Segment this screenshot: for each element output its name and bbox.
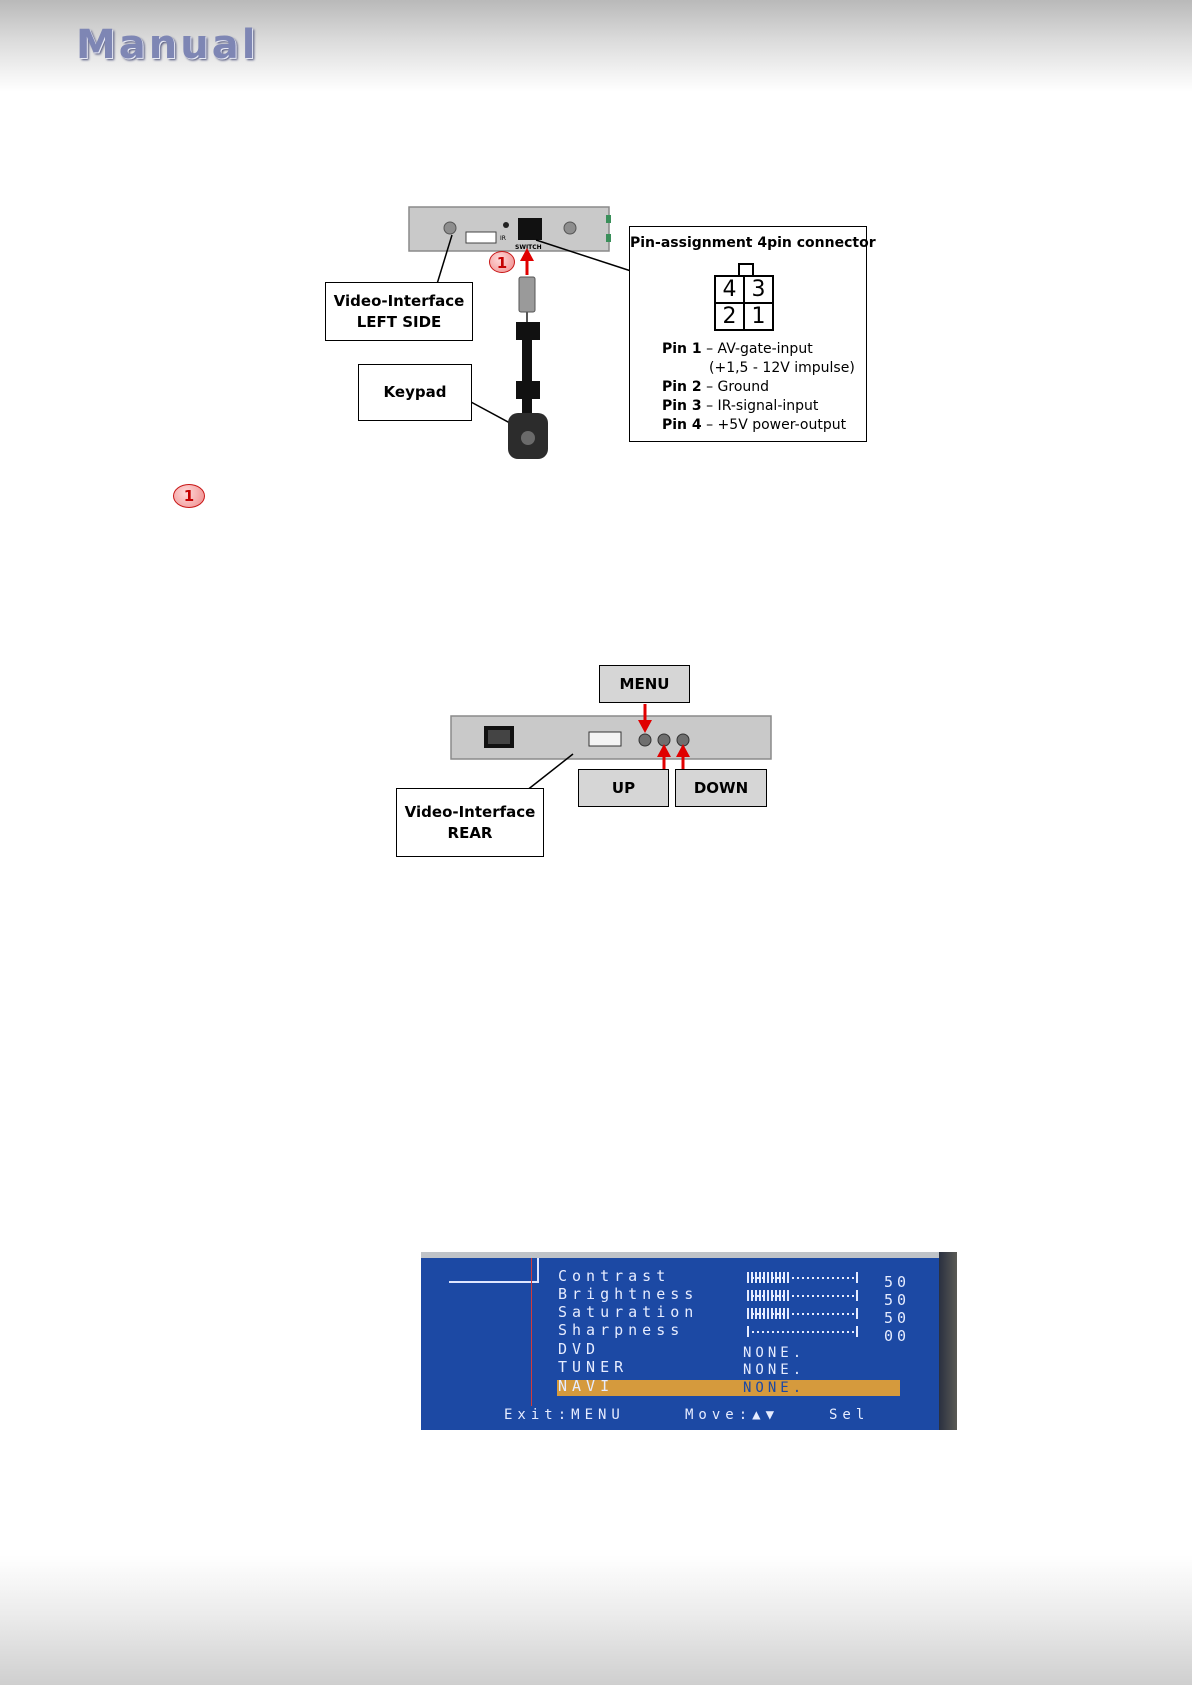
pin-cell-3: 3 — [743, 275, 774, 304]
osd-row-label: Brightness — [558, 1285, 699, 1303]
osd-source-label: TUNER — [558, 1358, 629, 1376]
pin-line-3: Pin 3 – IR-signal-input — [662, 398, 819, 414]
osd-top-strip — [421, 1252, 957, 1258]
osd-row-value: 00 — [884, 1327, 911, 1345]
osd-menu-photo: Contrast Brightness Saturation Sharpness… — [421, 1252, 957, 1430]
osd-source-value: NONE. — [743, 1362, 806, 1378]
pin-assignment-title: Pin-assignment 4pin connector — [630, 235, 876, 251]
osd-slider — [747, 1290, 858, 1301]
figure-menu-buttons: MENU UP DOWN Video-Interface REAR — [0, 640, 1192, 870]
figure-keypad-connection: IR SWITCH 1 Video-Interface LEFT SIDE Ke… — [0, 0, 1192, 470]
keypad-cable — [516, 276, 540, 415]
pin-cell-1: 1 — [743, 302, 774, 331]
pin-line-1: Pin 1 – AV-gate-input — [662, 341, 813, 357]
osd-slider — [747, 1272, 858, 1283]
page-header — [0, 0, 1192, 92]
osd-left-frame — [449, 1258, 539, 1283]
figure2-drawing — [450, 704, 772, 792]
switch-port-label: SWITCH — [515, 244, 542, 251]
callout-rear-line1: Video-Interface — [404, 802, 536, 821]
osd-source-label: DVD — [558, 1340, 601, 1358]
osd-footer-exit: Exit:MENU — [504, 1407, 625, 1423]
osd-slider — [747, 1326, 858, 1337]
pin-cell-2: 2 — [714, 302, 745, 331]
osd-source-value: NONE. — [743, 1380, 806, 1396]
callout-rear-line2: REAR — [447, 823, 493, 842]
osd-red-guide — [531, 1258, 532, 1406]
up-button-label: UP — [578, 769, 669, 807]
step-badge: 1 — [173, 484, 205, 508]
callout-video-interface-rear: Video-Interface REAR — [396, 788, 544, 857]
ir-port-label: IR — [500, 235, 506, 242]
pin-line-2: Pin 2 – Ground — [662, 379, 770, 395]
page-footer — [0, 1555, 1192, 1685]
pin-assignment-box: Pin-assignment 4pin connector 4 3 2 1 Pi… — [629, 226, 876, 442]
callout-left-line1: Video-Interface — [333, 291, 465, 310]
osd-row-value: 50 — [884, 1291, 911, 1309]
callout-keypad: Keypad — [358, 364, 472, 421]
figure1-drawing: IR SWITCH — [408, 206, 632, 459]
osd-row-label: Contrast — [558, 1267, 671, 1285]
callout-left-line2: LEFT SIDE — [356, 312, 442, 331]
osd-row-label: Saturation — [558, 1303, 699, 1321]
connector-step-badge: 1 — [489, 251, 515, 273]
down-button-label: DOWN — [675, 769, 767, 807]
osd-footer-sel: Sel — [829, 1407, 870, 1423]
pin-line-4: Pin 4 – +5V power-output — [662, 417, 847, 433]
pin-cell-4: 4 — [714, 275, 745, 304]
osd-right-edge — [939, 1252, 957, 1430]
manual-logo: Manual — [76, 22, 259, 68]
menu-button-label: MENU — [599, 665, 690, 703]
osd-slider — [747, 1308, 858, 1319]
video-interface-rear-device — [450, 715, 772, 760]
osd-row-label: Sharpness — [558, 1321, 685, 1339]
keypad-device — [508, 413, 548, 459]
osd-row-value: 50 — [884, 1273, 911, 1291]
connector-pin-diagram: 4 3 2 1 — [714, 263, 778, 334]
pin-line-1-detail: (+1,5 - 12V impulse) — [709, 360, 855, 376]
osd-highlight-bar — [557, 1380, 900, 1396]
callout-video-interface-left-side: Video-Interface LEFT SIDE — [325, 282, 473, 341]
osd-source-label: NAVI — [558, 1377, 615, 1395]
osd-source-value: NONE. — [743, 1345, 806, 1361]
osd-footer-move: Move:▲▼ — [685, 1407, 780, 1423]
video-interface-side-device — [408, 206, 611, 252]
osd-row-value: 50 — [884, 1309, 911, 1327]
